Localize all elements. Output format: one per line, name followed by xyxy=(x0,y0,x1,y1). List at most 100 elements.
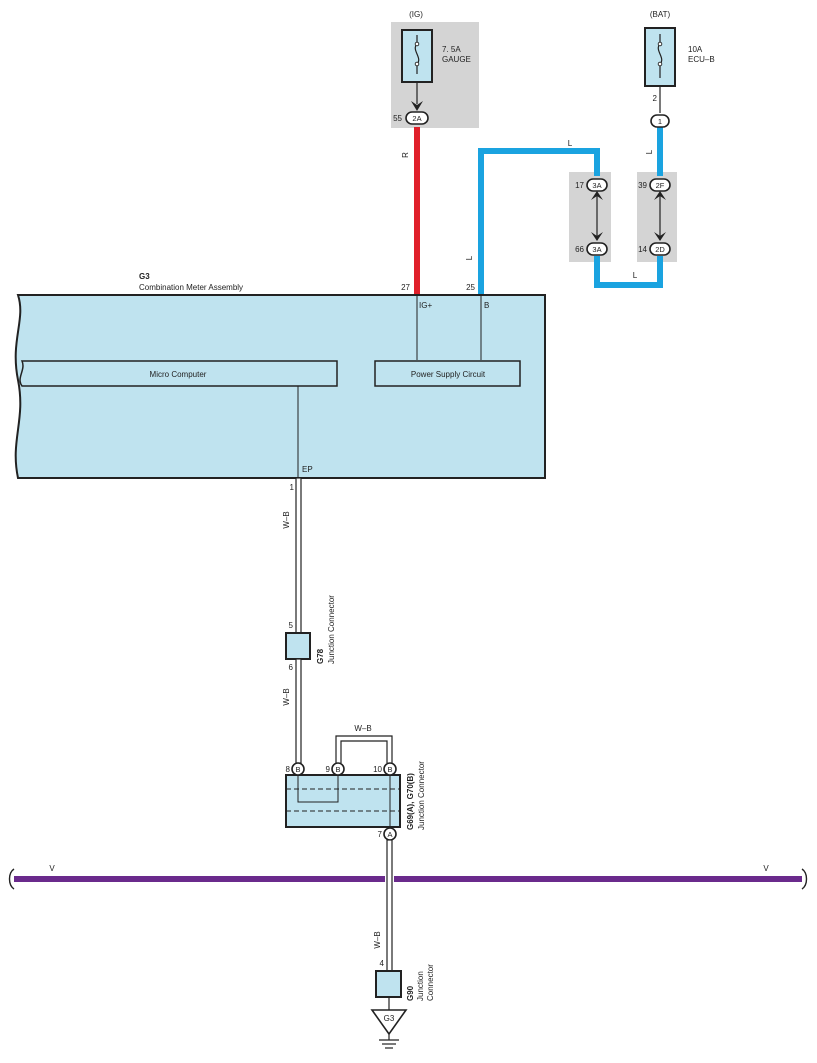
wire-wb-2 xyxy=(295,658,302,764)
fuse-gauge-source: (IG) xyxy=(409,10,423,19)
connector-oval xyxy=(405,111,429,125)
connector-pin: 2 xyxy=(653,94,658,103)
fuse-gauge-arrow xyxy=(411,101,423,111)
connector-2-1: 2 1 xyxy=(650,94,670,128)
wire-label-wb-3: W–B xyxy=(373,931,382,948)
bus-wire-left xyxy=(14,876,385,882)
connector-code: 3A xyxy=(592,181,601,190)
fuse-gauge-terminal-bottom xyxy=(414,61,420,67)
wire-label-r: R xyxy=(401,152,410,158)
g69-pin-9-terminal xyxy=(331,762,345,776)
inline-2f-arrow-down xyxy=(654,232,666,241)
fuse-gauge-rating: 7. 5A xyxy=(442,45,461,54)
connector-code: 1 xyxy=(658,117,662,126)
g69-body xyxy=(285,774,401,828)
g69-name: Junction Connector xyxy=(417,761,426,830)
meter-pin-1: 1 xyxy=(290,483,295,492)
junction-connector-g69-g70: B 8 B 9 B 10 A 7 G69(A), G70(B) Junction… xyxy=(285,761,426,841)
g69-pin-8-code: B xyxy=(295,765,300,774)
wire-label-wb-jumper: W–B xyxy=(354,724,371,733)
wire-label-wb-2: W–B xyxy=(282,688,291,705)
g90-pin: 4 xyxy=(380,959,385,968)
g69-pin-10: 10 xyxy=(373,765,382,774)
g90-code: G90 xyxy=(406,985,415,1001)
junction-connector-g78: 5 6 G78 Junction Connector xyxy=(285,595,336,672)
connector-pin: 66 xyxy=(575,245,584,254)
g78-name: Junction Connector xyxy=(327,595,336,664)
connector-oval xyxy=(650,114,670,128)
g69-pin-10-code: B xyxy=(387,765,392,774)
wire-blue-a-loop xyxy=(594,256,663,288)
wire-label-l-bottom: L xyxy=(633,271,638,280)
connector-14-2d: 2D 14 xyxy=(638,242,671,256)
micro-computer-label: Micro Computer xyxy=(150,370,207,379)
g78-pin-top: 5 xyxy=(289,621,294,630)
meter-pin-25: 25 xyxy=(466,283,475,292)
meter-code: G3 xyxy=(139,272,150,281)
meter-pin-27: 27 xyxy=(401,283,410,292)
fuse-gauge: (IG) 7. 5A GAUGE xyxy=(391,10,479,128)
power-supply-circuit-label: Power Supply Circuit xyxy=(411,370,486,379)
power-supply-circuit-block xyxy=(374,360,521,387)
g69-pin-9: 9 xyxy=(326,765,331,774)
connector-pin: 14 xyxy=(638,245,647,254)
g69-pin-7-code: A xyxy=(387,830,392,839)
g69-pin-7: 7 xyxy=(378,830,383,839)
bus-break-left xyxy=(8,868,15,890)
connector-code: 3A xyxy=(592,245,601,254)
meter-name: Combination Meter Assembly xyxy=(139,283,243,292)
wire-label-l-vertical: L xyxy=(465,255,474,260)
g90-name-line2: Connector xyxy=(426,964,435,1001)
combination-meter-assembly: G3 Combination Meter Assembly 27 25 IG+ … xyxy=(14,272,546,492)
bus-label-right: V xyxy=(763,864,769,873)
connector-oval xyxy=(586,178,608,192)
meter-terminal-ep: EP xyxy=(302,465,313,474)
g78-code: G78 xyxy=(316,648,325,664)
g69-pin-8-terminal xyxy=(291,762,305,776)
fuse-gauge-terminal-top xyxy=(414,41,420,47)
wire-blue-b xyxy=(478,148,600,295)
inline-2f-arrow-up xyxy=(654,191,666,200)
g69-pin-10-terminal xyxy=(383,762,397,776)
wire-label-l-bat: L xyxy=(645,149,654,154)
connector-code: 2D xyxy=(655,245,665,254)
fuse-ecu-b-rating: 10A xyxy=(688,45,703,54)
violet-bus: V V xyxy=(8,864,808,890)
meter-terminal-ig: IG+ xyxy=(419,301,432,310)
connector-17-3a: 3A 17 xyxy=(575,178,608,192)
wire-label-l-top: L xyxy=(568,139,573,148)
g69-code: G69(A), G70(B) xyxy=(406,773,415,830)
connector-code: 2F xyxy=(656,181,665,190)
junction-connector-g90: 4 G90 Junction Connector xyxy=(375,959,435,1001)
bus-wire-right xyxy=(394,876,802,882)
connector-66-3a: 3A 66 xyxy=(575,242,608,256)
connector-code: 2A xyxy=(412,114,421,123)
wire-wb-jumper xyxy=(335,735,393,763)
wire-wb-jumper-inner xyxy=(340,740,388,763)
fuse-ecu-b-terminal-top xyxy=(657,41,663,47)
meter-terminal-b: B xyxy=(484,301,489,310)
inline-3a-arrow-up xyxy=(591,191,603,200)
connector-39-2f: 2F 39 xyxy=(638,178,671,192)
fuse-gauge-name: GAUGE xyxy=(442,55,471,64)
bus-break-right xyxy=(801,868,808,890)
g69-pin-8: 8 xyxy=(286,765,291,774)
connector-oval xyxy=(649,242,671,256)
fuse-ecu-b-name: ECU–B xyxy=(688,55,715,64)
bus-label-left: V xyxy=(49,864,55,873)
ground-symbol: G3 xyxy=(370,1009,408,1049)
fuse-ecu-b-terminal-bottom xyxy=(657,61,663,67)
fuse-ecu-b: (BAT) 10A ECU–B xyxy=(644,10,715,113)
connector-pin: 55 xyxy=(393,114,402,123)
connector-pin: 39 xyxy=(638,181,647,190)
wire-label-wb-1: W–B xyxy=(282,511,291,528)
g78-body xyxy=(285,632,311,660)
g69-pin-9-code: B xyxy=(335,765,340,774)
connector-55-2a: 2A 55 xyxy=(393,111,429,125)
micro-computer-block xyxy=(19,360,338,387)
g69-internal-bridge xyxy=(297,774,339,803)
ground-triangle xyxy=(370,1009,408,1036)
wire-wb-3 xyxy=(386,839,393,972)
g78-pin-bottom: 6 xyxy=(289,663,294,672)
